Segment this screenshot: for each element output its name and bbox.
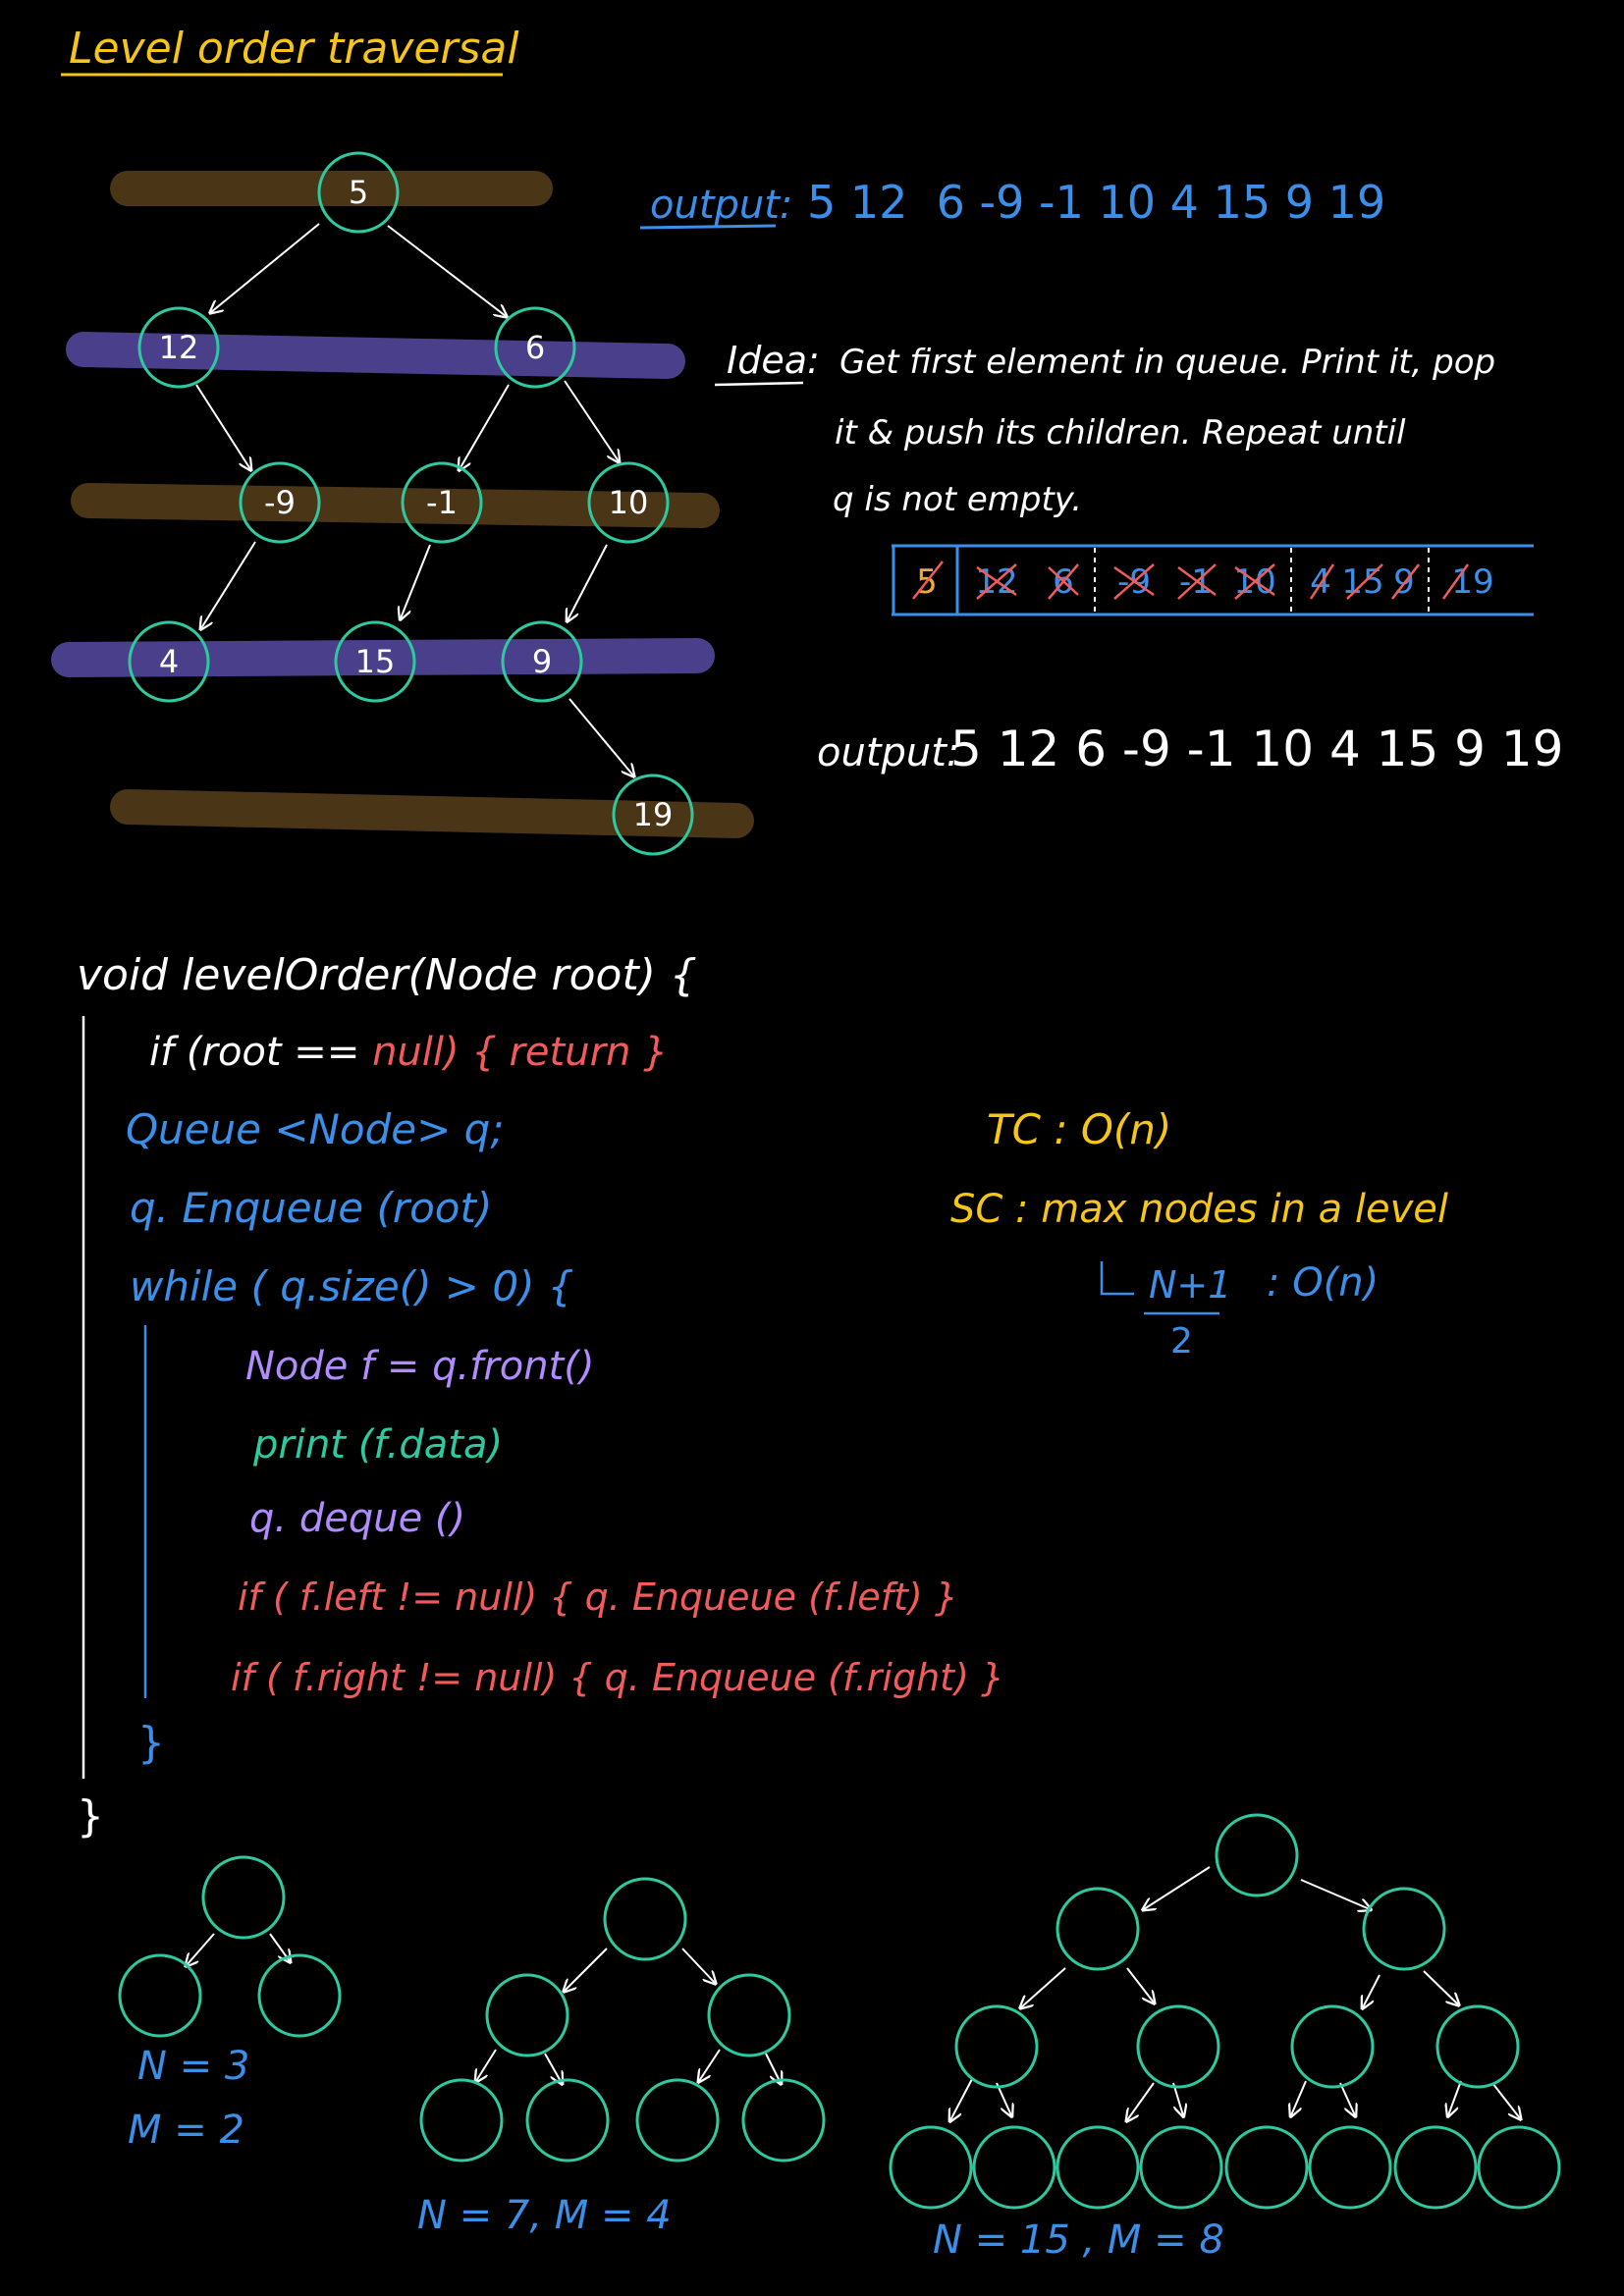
tree-node-label: 9	[532, 643, 552, 680]
idea-line: Get first element in queue. Print it, po…	[839, 343, 1495, 382]
level-band-1	[66, 332, 685, 379]
output-top-value: 5 12 6 -9 -1 10 4 15 9 19	[807, 176, 1385, 229]
tree-node-label: 15	[355, 643, 396, 680]
tree-node-label: 12	[159, 329, 199, 366]
code-enqueue-root: q. Enqueue (root)	[130, 1184, 492, 1232]
tree-node-4	[128, 620, 210, 703]
code-front: Node f = q.front()	[245, 1344, 595, 1389]
level-band-2	[71, 483, 720, 528]
idea-label: Idea:	[727, 339, 820, 382]
output-bottom-value: 5 12 6 -9 -1 10 4 15 9 19	[950, 721, 1564, 777]
code-close-inner: }	[137, 1718, 165, 1768]
output-bottom-label: output:	[817, 730, 959, 775]
arrow-hook-icon	[1100, 1261, 1134, 1296]
tree-node-label: -1	[426, 484, 458, 521]
output-top-label: output:	[650, 183, 792, 228]
code-guard: if (root == null) { return }	[149, 1030, 669, 1075]
code-queue-decl: Queue <Node> q;	[126, 1105, 505, 1153]
tree-nodes	[128, 151, 694, 856]
code-close-outer: }	[77, 1791, 104, 1842]
queue-dividers	[1094, 548, 1430, 613]
example-2-label: N = 7, M = 4	[417, 2193, 672, 2238]
idea-line: q is not empty.	[833, 480, 1082, 519]
tree-node-neg9	[239, 461, 321, 544]
code-while: while ( q.size() > 0) {	[130, 1262, 574, 1310]
tree-node-15	[334, 620, 416, 703]
code-left: if ( f.left != null) { q. Enqueue (f.lef…	[238, 1575, 958, 1619]
tree-node-neg1	[401, 461, 483, 544]
example-1-n: N = 3	[137, 2044, 249, 2089]
fraction-result: : O(n)	[1267, 1260, 1379, 1306]
tree-node-10	[587, 461, 670, 544]
time-complexity: TC : O(n)	[987, 1105, 1171, 1153]
space-complexity: SC : max nodes in a level	[950, 1187, 1448, 1232]
example-tree-2	[419, 1877, 826, 2163]
queue-cell: 19	[1451, 562, 1493, 602]
example-tree-3	[889, 1813, 1561, 2210]
tree-node-12	[137, 306, 220, 389]
tree-node-5	[317, 151, 400, 234]
code-signature: void levelOrder(Node root) {	[77, 950, 697, 1000]
level-band-4	[110, 789, 754, 838]
example-tree-1	[118, 1855, 342, 2038]
tree-node-9	[501, 620, 583, 703]
tree-node-label: 10	[609, 484, 649, 521]
fraction-numerator: N+1	[1149, 1263, 1231, 1307]
page-title: Level order traversal	[69, 24, 519, 74]
tree-node-label: -9	[264, 484, 296, 521]
queue-strikes	[912, 561, 1470, 600]
fraction-denominator: 2	[1170, 1321, 1193, 1362]
code-deque: q. deque ()	[249, 1496, 465, 1541]
queue-box	[892, 544, 1534, 616]
example-3-label: N = 15 , M = 8	[933, 2217, 1224, 2263]
tree-node-label: 19	[633, 796, 674, 833]
tree-node-label: 4	[159, 643, 179, 680]
idea-underline	[714, 381, 804, 387]
tree-node-label: 5	[349, 174, 368, 211]
tree-node-label: 6	[525, 329, 545, 366]
level-band-3	[51, 638, 715, 677]
idea-line: it & push its children. Repeat until	[835, 413, 1406, 453]
example-1-m: M = 2	[128, 2108, 244, 2153]
tree-edges	[195, 223, 633, 775]
tree-node-6	[494, 306, 576, 389]
output-top-underline	[639, 224, 777, 230]
tree-node-19	[612, 774, 694, 856]
code-right: if ( f.right != null) { q. Enqueue (f.ri…	[231, 1656, 1004, 1699]
code-print: print (f.data)	[252, 1422, 503, 1468]
